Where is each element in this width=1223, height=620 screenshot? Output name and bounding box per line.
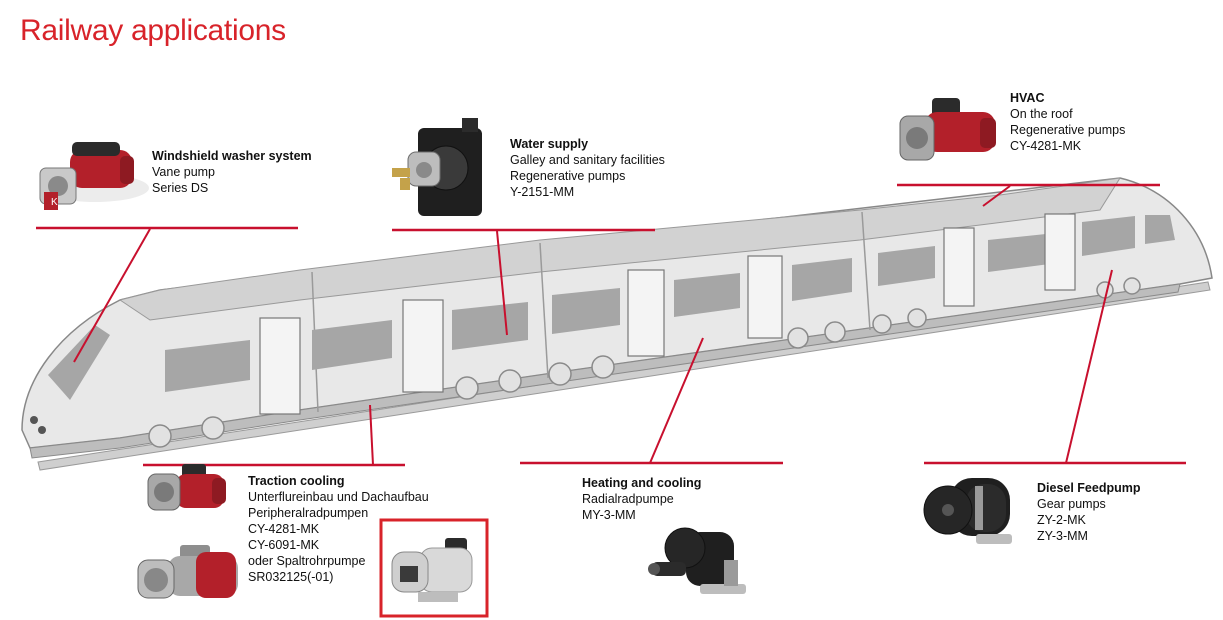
label-diesel: Diesel Feedpump Gear pumps ZY-2-MK ZY-3-…: [1037, 480, 1141, 544]
label-traction-line: CY-6091-MK: [248, 538, 320, 552]
label-hvac: HVAC On the roof Regenerative pumps CY-4…: [1010, 90, 1125, 154]
label-traction-line: Unterflureinbau und Dachaufbau: [248, 490, 429, 504]
label-windshield-line: Series DS: [152, 181, 209, 195]
traction-pump-icon: [147, 464, 226, 511]
label-diesel-heading: Diesel Feedpump: [1037, 481, 1141, 495]
label-water-line: Galley and sanitary facilities: [510, 153, 665, 167]
label-water: Water supply Galley and sanitary facilit…: [510, 136, 665, 200]
traction-pump-large-icon: [137, 545, 238, 599]
train-doors: [259, 213, 1076, 415]
train-wheels: [148, 277, 1141, 448]
canned-motor-pump-icon: [391, 538, 473, 602]
label-heating-heading: Heating and cooling: [582, 476, 702, 490]
hvac-pump-icon: [899, 98, 996, 161]
label-water-line: Y-2151-MM: [510, 185, 575, 199]
label-heating-line: Radialradpumpe: [582, 492, 674, 506]
label-heating: Heating and cooling Radialradpumpe MY-3-…: [582, 475, 701, 523]
svg-text:K: K: [51, 197, 58, 208]
label-windshield-heading: Windshield washer system: [152, 149, 312, 163]
highlight-box: [379, 518, 489, 618]
gear-pump-icon: [923, 478, 1012, 544]
label-traction-line: Peripheralradpumpen: [248, 506, 369, 520]
label-traction-line: CY-4281-MK: [248, 522, 320, 536]
label-diesel-line: ZY-2-MK: [1037, 513, 1086, 527]
label-hvac-heading: HVAC: [1010, 91, 1045, 105]
train-windows: [48, 215, 1175, 400]
vane-pump-icon: K: [39, 142, 149, 210]
label-hvac-line: Regenerative pumps: [1010, 123, 1126, 137]
label-windshield: Windshield washer system Vane pump Serie…: [152, 148, 312, 196]
label-hvac-line: CY-4281-MK: [1010, 139, 1082, 153]
label-water-heading: Water supply: [510, 137, 589, 151]
train-roof: [118, 177, 1121, 321]
label-traction: Traction cooling Unterflureinbau und Dac…: [248, 473, 429, 585]
label-water-line: Regenerative pumps: [510, 169, 626, 183]
label-traction-heading: Traction cooling: [248, 474, 345, 488]
label-diesel-line: ZY-3-MM: [1037, 529, 1088, 543]
label-hvac-line: On the roof: [1010, 107, 1073, 121]
radial-pump-icon: [648, 527, 746, 594]
label-traction-line: oder Spaltrohrpumpe: [248, 554, 366, 568]
page-title: Railway applications: [20, 14, 286, 47]
front-lights: [30, 416, 46, 434]
label-heating-line: MY-3-MM: [582, 508, 636, 522]
regenerative-pump-icon: [392, 118, 482, 216]
leader-lines: [73, 185, 1113, 466]
label-windshield-line: Vane pump: [152, 165, 216, 179]
label-traction-line: SR032125(-01): [248, 570, 334, 584]
label-diesel-line: Gear pumps: [1037, 497, 1106, 511]
